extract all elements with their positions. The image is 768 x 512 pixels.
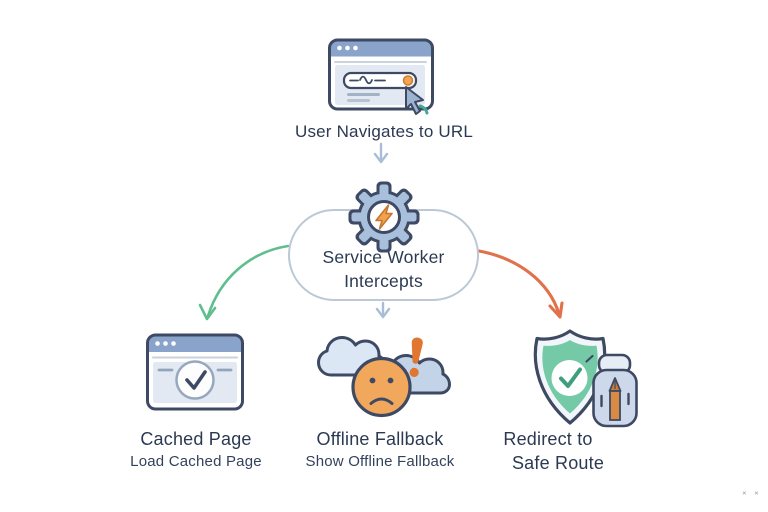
branch-label-cached: Cached Page Load Cached Page bbox=[106, 429, 286, 471]
branch-offline-title: Offline Fallback bbox=[316, 429, 444, 449]
decision-label-line2: Intercepts bbox=[344, 270, 423, 291]
branch-cached-subtitle: Load Cached Page bbox=[130, 453, 262, 470]
pen-icon bbox=[608, 377, 622, 421]
gear-lightning-icon bbox=[348, 181, 420, 253]
start-node-label: User Navigates to URL bbox=[294, 122, 474, 141]
branch-label-redirect: Redirect to Safe Route bbox=[468, 429, 628, 474]
browser-titlebar bbox=[147, 335, 243, 352]
decision-node-label: Service Worker Intercepts bbox=[288, 246, 479, 293]
corner-artifact-marks: ✕ ✕ bbox=[742, 491, 762, 497]
arrow-start-to-decision bbox=[373, 142, 389, 164]
checkmark-icon bbox=[185, 370, 207, 390]
sad-face-icon bbox=[351, 356, 412, 418]
arrow-decision-to-offline bbox=[375, 301, 391, 319]
branch-offline-subtitle: Show Offline Fallback bbox=[305, 453, 455, 470]
browser-check-icon bbox=[146, 333, 244, 411]
address-bar-text bbox=[349, 75, 386, 85]
cursor-icon bbox=[405, 86, 424, 115]
arrow-decision-to-cached bbox=[198, 244, 290, 321]
branch-label-offline: Offline Fallback Show Offline Fallback bbox=[288, 429, 472, 471]
titlebar-dots bbox=[337, 45, 358, 51]
browser-titlebar bbox=[329, 40, 433, 57]
browser-window-cursor-icon bbox=[328, 38, 434, 115]
cloud-sad-face-icon bbox=[317, 336, 451, 418]
branch-redirect-title-line1: Redirect to bbox=[503, 429, 593, 449]
address-bar-badge bbox=[402, 75, 414, 86]
exclamation-icon bbox=[409, 337, 423, 378]
decision-label-line1: Service Worker bbox=[322, 247, 445, 267]
shield-check-jar-icon bbox=[533, 329, 638, 428]
branch-cached-title: Cached Page bbox=[140, 429, 252, 449]
arrow-decision-to-redirect bbox=[477, 249, 564, 319]
cursor-tail bbox=[418, 104, 429, 115]
lightning-bolt-icon bbox=[375, 204, 393, 230]
titlebar-dots bbox=[155, 341, 176, 346]
branch-redirect-title-line2: Safe Route bbox=[511, 453, 605, 473]
jar-icon bbox=[592, 353, 638, 428]
checkmark-icon bbox=[559, 367, 582, 388]
shield-icon bbox=[533, 329, 607, 425]
